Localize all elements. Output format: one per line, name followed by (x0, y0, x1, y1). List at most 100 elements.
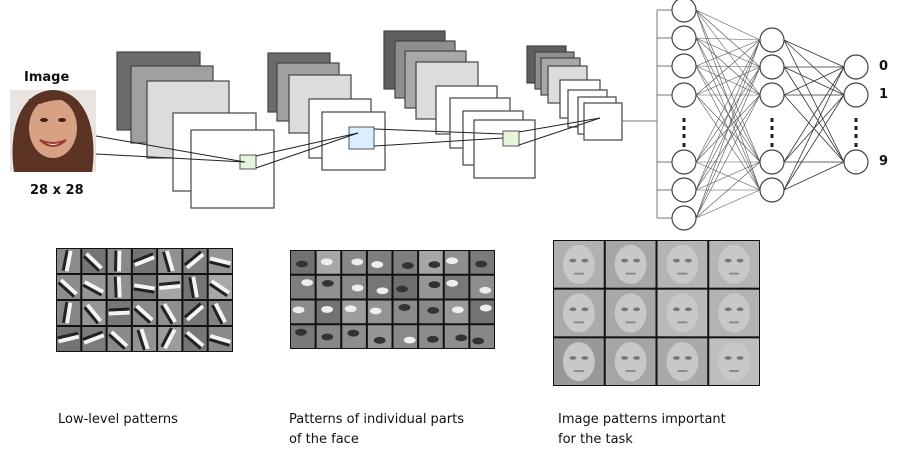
edge-stroke (65, 302, 73, 324)
edge-stroke (135, 304, 154, 322)
neuron-node (759, 54, 785, 80)
face-shape (718, 342, 751, 382)
edge-stroke (83, 280, 105, 294)
edge-stroke (59, 278, 78, 296)
connection (695, 65, 761, 96)
filter-cell (316, 275, 341, 299)
edge-stroke (84, 252, 103, 270)
edge-stroke (213, 302, 227, 324)
face-eye (581, 307, 589, 312)
ellipsis-dot (682, 134, 686, 138)
connection (695, 39, 761, 191)
connection (695, 9, 761, 41)
connection (783, 66, 845, 163)
face-eye (684, 307, 692, 312)
face-shape (562, 342, 595, 382)
projection-line (255, 132, 359, 169)
filter-cell (342, 300, 366, 324)
part-feature (320, 258, 333, 266)
part-feature (321, 306, 333, 313)
edge-stroke (83, 333, 105, 345)
face-eye (621, 307, 629, 312)
neuron-node (759, 177, 785, 203)
edge-stroke (208, 282, 228, 298)
part-feature (426, 335, 439, 343)
edge-stroke (117, 250, 122, 272)
face-shape (666, 293, 699, 333)
ellipsis-dot (854, 118, 858, 122)
face-mouth (729, 272, 740, 275)
edge-stroke (85, 303, 103, 323)
face-mouth (625, 321, 636, 324)
neuron-node (843, 149, 869, 175)
face-eye (569, 307, 577, 312)
neuron-node (843, 82, 869, 108)
edge-stroke (211, 304, 224, 325)
part-feature (347, 329, 360, 337)
neuron-node (759, 149, 785, 175)
neuron-node (671, 0, 697, 23)
input-image-title: Image (24, 70, 70, 85)
filter-cell (342, 325, 366, 348)
part-feature (376, 287, 389, 295)
face-shape (718, 244, 751, 284)
face-mouth (677, 321, 688, 324)
face-shape (562, 244, 595, 284)
connection (695, 65, 761, 68)
face-eye (736, 258, 744, 263)
edge-stroke (62, 301, 69, 324)
face-shape (614, 342, 647, 382)
face-eye (569, 356, 577, 360)
edge-stroke (210, 279, 231, 295)
feature-map (190, 129, 275, 209)
connection (695, 189, 761, 219)
connection (783, 66, 845, 96)
edge-stroke (83, 306, 100, 325)
neuron-node (759, 82, 785, 108)
face-eye (724, 307, 732, 312)
edge-stroke (185, 330, 205, 348)
face-eye (633, 307, 641, 312)
edge-stroke (136, 329, 146, 351)
connection (783, 39, 845, 96)
connection (783, 39, 845, 163)
face-eye (736, 307, 744, 312)
output-label-1: 1 (879, 87, 889, 102)
connection (783, 66, 845, 191)
edge-stroke (133, 283, 156, 291)
face-mouth (573, 370, 584, 372)
part-feature (292, 306, 305, 314)
face-eye (581, 258, 589, 263)
part-feature (351, 258, 364, 266)
edge-stroke (185, 252, 205, 270)
projection-line (95, 135, 246, 163)
part-feature (479, 304, 492, 312)
output-label-0: 0 (879, 59, 889, 74)
filter-cell (291, 325, 315, 348)
neuron-node (671, 53, 697, 79)
edge-stroke (132, 252, 154, 264)
edge-stroke (133, 307, 151, 324)
projection-line (373, 137, 504, 147)
edge-stroke (116, 276, 122, 298)
filter-cell (470, 300, 494, 324)
face-mouth (729, 370, 740, 372)
edge-stroke (57, 334, 80, 344)
neuron-node (843, 54, 869, 80)
neuron-node (671, 149, 697, 175)
part-feature (398, 303, 411, 311)
face-mouth (677, 370, 688, 372)
connection (695, 66, 761, 219)
edge-stroke (162, 302, 177, 324)
edge-stroke (134, 255, 155, 267)
ellipsis-dot (770, 143, 774, 147)
part-feature (428, 261, 441, 269)
part-feature (403, 336, 416, 344)
edge-stroke (108, 310, 130, 316)
part-feature (369, 307, 382, 315)
input-face-image (10, 90, 96, 172)
edge-stroke (162, 251, 171, 273)
edge-stroke (108, 307, 130, 312)
edge-stroke (163, 328, 177, 350)
